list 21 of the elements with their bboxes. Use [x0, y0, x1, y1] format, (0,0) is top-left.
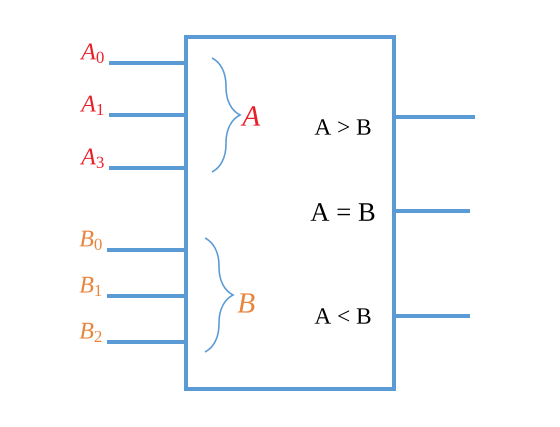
input-label: B$_{0}$: [80, 230, 102, 250]
output-line: [396, 115, 475, 119]
input-line: [107, 294, 184, 298]
input-line: [107, 248, 184, 252]
output-label: A < B: [314, 308, 370, 324]
input-label: A$_{3}$: [80, 148, 104, 168]
input-label: B$_{1}$: [80, 276, 102, 296]
input-line: [109, 113, 184, 117]
input-line: [109, 166, 184, 170]
input-label: A$_{1}$: [80, 96, 104, 115]
brace-label: B: [238, 293, 255, 313]
comparator-box: [184, 35, 396, 391]
input-line: [109, 61, 184, 65]
brace-label: A: [240, 106, 260, 126]
output-line: [396, 314, 470, 318]
input-label: A$_{0}$: [80, 44, 104, 63]
output-line: [396, 209, 470, 213]
input-label: B$_{2}$: [80, 322, 102, 342]
output-label: A = B: [310, 203, 374, 221]
input-line: [107, 340, 184, 344]
output-label: A > B: [314, 119, 370, 135]
